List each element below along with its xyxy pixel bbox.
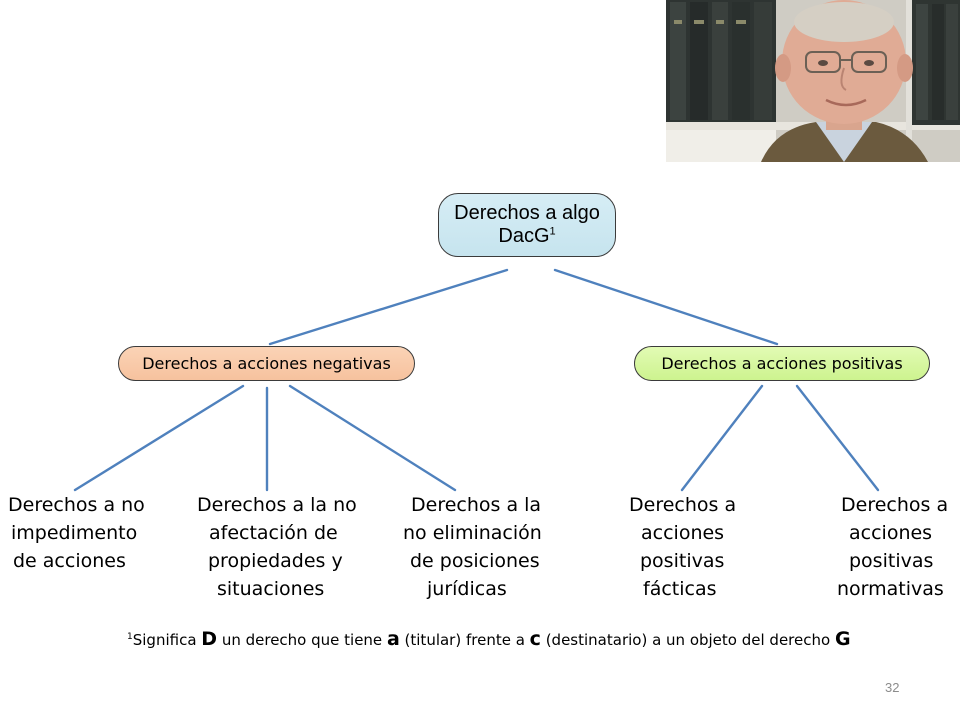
- leaf-line: Derechos a la: [411, 494, 542, 516]
- branch-label-positive: Derechos a acciones positivas: [661, 354, 903, 373]
- footnote-text-4: (destinatario) a un objeto del derecho: [540, 631, 835, 649]
- leaf-line: Derechos a: [629, 494, 737, 516]
- leaf-line: fácticas: [643, 578, 717, 600]
- footnote-text-2: un derecho que tiene: [217, 631, 387, 649]
- leaf-line: propiedades y: [208, 550, 343, 572]
- leaf-line: afectación de: [209, 522, 338, 544]
- connector-root-pos: [553, 268, 779, 346]
- portrait-photo: [666, 0, 960, 162]
- leaf-line: acciones: [849, 522, 933, 544]
- root-node: Derechos a algo DacG1: [438, 193, 616, 257]
- footnote: 1Significa D un derecho que tiene a (tit…: [127, 628, 851, 650]
- leaf-line: de posiciones: [410, 550, 540, 572]
- leaf-node-facticas: Derechos a acciones positivas fácticas: [623, 491, 743, 603]
- root-label-line1: Derechos a algo: [454, 202, 600, 224]
- leaf-line: impedimento: [11, 522, 138, 544]
- footnote-text-3: (titular) frente a: [399, 631, 530, 649]
- connector-neg-leaf1: [73, 384, 245, 492]
- leaf-node-impedimento: Derechos a no impedimento de acciones: [8, 491, 158, 575]
- footnote-symbol-c: c: [529, 628, 541, 650]
- leaf-line: situaciones: [217, 578, 325, 600]
- leaf-line: Derechos a: [841, 494, 949, 516]
- leaf-line: acciones: [641, 522, 725, 544]
- branch-node-negative: Derechos a acciones negativas: [118, 346, 415, 381]
- leaf-line: Derechos a no: [8, 494, 145, 516]
- footnote-text-1: Significa: [132, 631, 202, 649]
- connector-pos-leaf5: [795, 384, 880, 492]
- leaf-node-afectacion: Derechos a la no afectación de propiedad…: [197, 491, 359, 603]
- leaf-line: jurídicas: [427, 578, 507, 600]
- footnote-symbol-g: G: [834, 628, 851, 650]
- footnote-symbol-a: a: [386, 628, 400, 650]
- footnote-marker: 1: [127, 632, 133, 642]
- leaf-line: de acciones: [13, 550, 126, 572]
- leaf-node-eliminacion: Derechos a la no eliminación de posicion…: [403, 491, 553, 603]
- leaf-line: no eliminación: [403, 522, 542, 544]
- leaf-node-normativas: Derechos a acciones positivas normativas: [835, 491, 955, 603]
- connector-pos-leaf4: [680, 384, 764, 492]
- footnote-symbol-d: D: [201, 628, 218, 650]
- root-label-line2: DacG1: [498, 225, 556, 247]
- leaf-line: positivas: [640, 550, 725, 572]
- page-number: 32: [885, 680, 900, 695]
- leaf-line: normativas: [837, 578, 944, 600]
- branch-label-negative: Derechos a acciones negativas: [142, 354, 391, 373]
- connector-neg-leaf3: [288, 384, 457, 492]
- branch-node-positive: Derechos a acciones positivas: [634, 346, 930, 381]
- connector-root-neg: [268, 268, 509, 346]
- leaf-line: positivas: [849, 550, 934, 572]
- leaf-line: Derechos a la no: [197, 494, 357, 516]
